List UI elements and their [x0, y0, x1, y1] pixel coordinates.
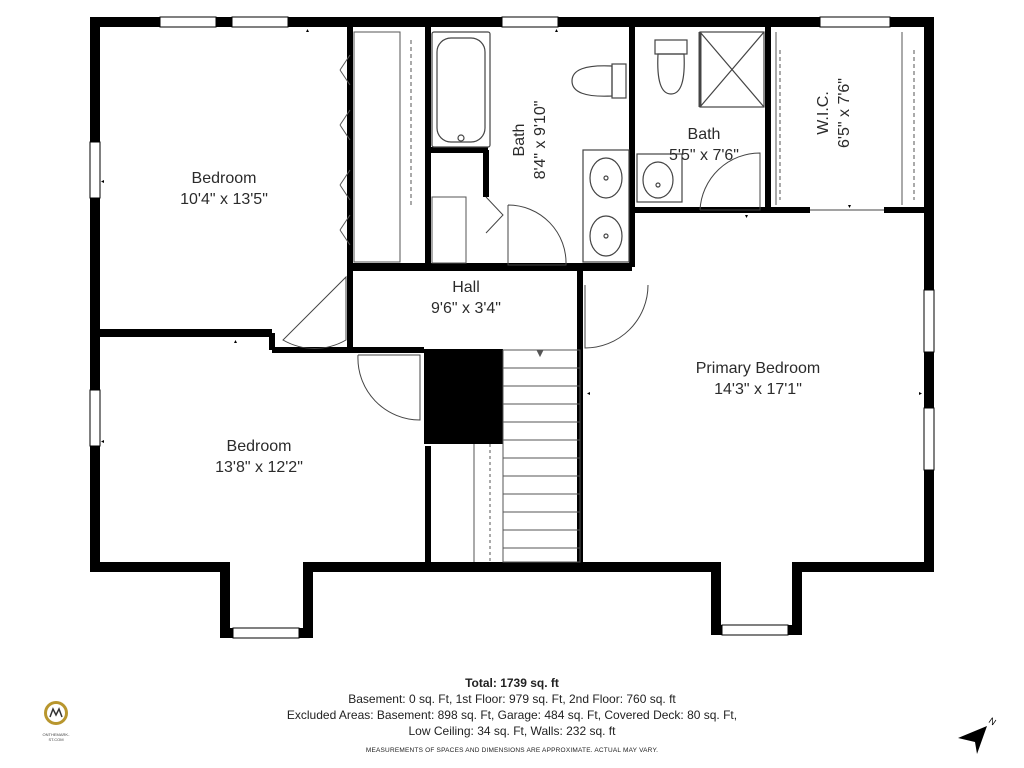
- room-dims: 14'3" x 17'1": [714, 381, 802, 398]
- windows: [89, 16, 935, 639]
- room-label-bedroom-2: Bedroom 13'8" x 12'2": [215, 436, 303, 478]
- area-summary: Total: 1739 sq. ft Basement: 0 sq. Ft, 1…: [0, 675, 1024, 759]
- room-name: Bath: [687, 126, 721, 143]
- brand-logo: ONTHEMARK-ST.COM: [36, 700, 76, 742]
- room-name: W.I.C.: [815, 91, 832, 135]
- room-dims: 13'8" x 12'2": [215, 459, 303, 476]
- exterior-walls: [90, 17, 934, 638]
- stair-void: [424, 349, 503, 444]
- logo-text: ONTHEMARK-ST.COM: [42, 732, 70, 742]
- total-area: Total: 1739 sq. ft: [465, 676, 559, 690]
- room-name: Bedroom: [226, 438, 292, 455]
- room-label-hall: Hall 9'6" x 3'4": [431, 277, 501, 319]
- excluded-areas-cont: Low Ceiling: 34 sq. Ft, Walls: 232 sq. f…: [408, 724, 616, 738]
- room-label-wic: W.I.C. 6'5" x 7'6": [813, 78, 855, 148]
- floor-areas: Basement: 0 sq. Ft, 1st Floor: 979 sq. F…: [348, 692, 676, 706]
- room-name: Bedroom: [191, 170, 257, 187]
- room-label-bath-2: Bath 5'5" x 7'6": [669, 124, 739, 166]
- room-dims: 5'5" x 7'6": [669, 147, 739, 164]
- room-dims: 10'4" x 13'5": [180, 191, 268, 208]
- room-name: Bath: [511, 123, 528, 157]
- room-dims: 9'6" x 3'4": [431, 300, 501, 317]
- excluded-areas: Excluded Areas: Basement: 898 sq. Ft, Ga…: [286, 708, 738, 722]
- closets: [339, 31, 915, 264]
- room-label-primary-bedroom: Primary Bedroom 14'3" x 17'1": [696, 358, 820, 400]
- room-dims: 8'4" x 9'10": [532, 100, 549, 180]
- room-name: Primary Bedroom: [695, 360, 821, 377]
- north-label: N: [987, 715, 998, 727]
- room-label-bedroom-1: Bedroom 10'4" x 13'5": [180, 168, 268, 210]
- bath-fixtures: [431, 31, 765, 263]
- north-arrow-icon: N: [953, 712, 999, 763]
- room-name: Hall: [452, 279, 480, 296]
- stairs: [473, 349, 581, 563]
- disclaimer: MEASUREMENTS OF SPACES AND DIMENSIONS AR…: [365, 747, 659, 754]
- logo-icon: [44, 701, 68, 725]
- room-label-bath-1: Bath 8'4" x 9'10": [509, 101, 551, 180]
- room-dims: 6'5" x 7'6": [836, 78, 853, 148]
- doors: [282, 152, 884, 421]
- markers: [101, 29, 922, 443]
